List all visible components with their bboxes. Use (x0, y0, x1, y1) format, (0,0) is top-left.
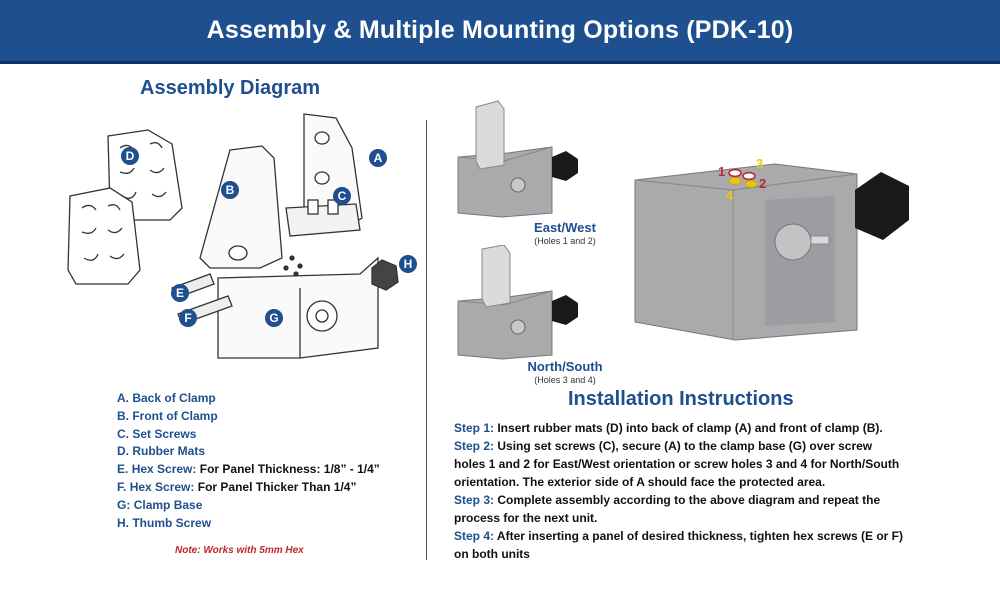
installation-step: Step 4: After inserting a panel of desir… (454, 527, 904, 563)
north-south-caption: North/South (Holes 3 and 4) (505, 359, 625, 385)
installation-steps: Step 1: Insert rubber mats (D) into back… (454, 419, 904, 563)
part-item: E. Hex Screw: For Panel Thickness: 1/8” … (117, 461, 380, 479)
part-item: H. Thumb Screw (117, 515, 380, 533)
north-south-holes: (Holes 3 and 4) (534, 375, 596, 385)
title-banner: Assembly & Multiple Mounting Options (PD… (0, 0, 1000, 64)
part-label: Clamp Base (133, 497, 203, 512)
part-key: A. (117, 391, 129, 405)
east-west-holes: (Holes 1 and 2) (534, 236, 596, 246)
part-label: Rubber Mats (132, 444, 206, 459)
part-item: F. Hex Screw: For Panel Thicker Than 1/4… (117, 479, 380, 497)
part-item: D. Rubber Mats (117, 443, 380, 461)
east-west-clamp-illustration (457, 100, 578, 218)
east-west-caption: East/West (Holes 1 and 2) (505, 220, 625, 246)
hole-1-label: 1 (718, 164, 725, 179)
page-title: Assembly & Multiple Mounting Options (PD… (206, 16, 794, 44)
north-south-label: North/South (527, 359, 603, 374)
callout-g: G (269, 311, 278, 325)
callout-f: F (184, 311, 191, 325)
assembly-diagram: D B A C H E F G (67, 113, 417, 359)
step-label: Step 4: (454, 529, 495, 543)
part-item: B. Front of Clamp (117, 408, 380, 426)
hole-2-label: 2 (759, 176, 766, 191)
part-label: Front of Clamp (132, 408, 218, 423)
step-label: Step 3: (454, 493, 495, 507)
clamp-base-hole-diagram: 1 2 3 4 (634, 156, 909, 341)
hole-4-label: 4 (726, 188, 734, 203)
step-text: Using set screws (C), secure (A) to the … (454, 439, 900, 489)
callout-e: E (176, 286, 184, 300)
part-item: A. Back of Clamp (117, 390, 380, 408)
installation-step: Step 2: Using set screws (C), secure (A)… (454, 437, 904, 491)
step-text: Insert rubber mats (D) into back of clam… (494, 421, 883, 435)
hex-note: Note: Works with 5mm Hex (175, 545, 304, 556)
part-label: Hex Screw: (131, 462, 197, 477)
section-divider (426, 120, 427, 560)
part-item: C. Set Screws (117, 426, 380, 444)
part-key: C. (117, 426, 129, 441)
part-item: G: Clamp Base (117, 497, 380, 515)
north-south-clamp-illustration (457, 245, 578, 360)
callout-d: D (126, 149, 135, 163)
step-label: Step 2: (454, 439, 495, 453)
callout-h: H (404, 257, 413, 271)
callout-c: C (338, 189, 347, 203)
part-label: Thumb Screw (132, 515, 212, 530)
installation-step: Step 1: Insert rubber mats (D) into back… (454, 419, 904, 437)
part-key: H. (117, 515, 129, 530)
part-detail: For Panel Thickness: 1/8” - 1/4” (199, 462, 380, 477)
part-key: G: (117, 497, 131, 512)
part-label: Back of Clamp (132, 391, 216, 405)
hole-markers (728, 168, 758, 188)
callout-b: B (226, 183, 235, 197)
part-key: B. (117, 408, 129, 423)
step-label: Step 1: (454, 421, 495, 435)
step-text: After inserting a panel of desired thick… (454, 529, 903, 561)
installation-step: Step 3: Complete assembly according to t… (454, 491, 904, 527)
step-text: Complete assembly according to the above… (454, 493, 881, 525)
part-label: Set Screws (132, 426, 197, 441)
hole-3-label: 3 (756, 156, 763, 171)
part-key: E. (117, 462, 129, 477)
part-key: F. (117, 479, 127, 494)
installation-title: Installation Instructions (568, 388, 794, 410)
east-west-label: East/West (534, 220, 596, 235)
part-detail: For Panel Thicker Than 1/4” (197, 479, 357, 494)
part-key: D. (117, 444, 129, 459)
part-label: Hex Screw: (129, 479, 195, 494)
callout-a: A (374, 151, 383, 165)
assembly-diagram-title: Assembly Diagram (140, 77, 321, 99)
